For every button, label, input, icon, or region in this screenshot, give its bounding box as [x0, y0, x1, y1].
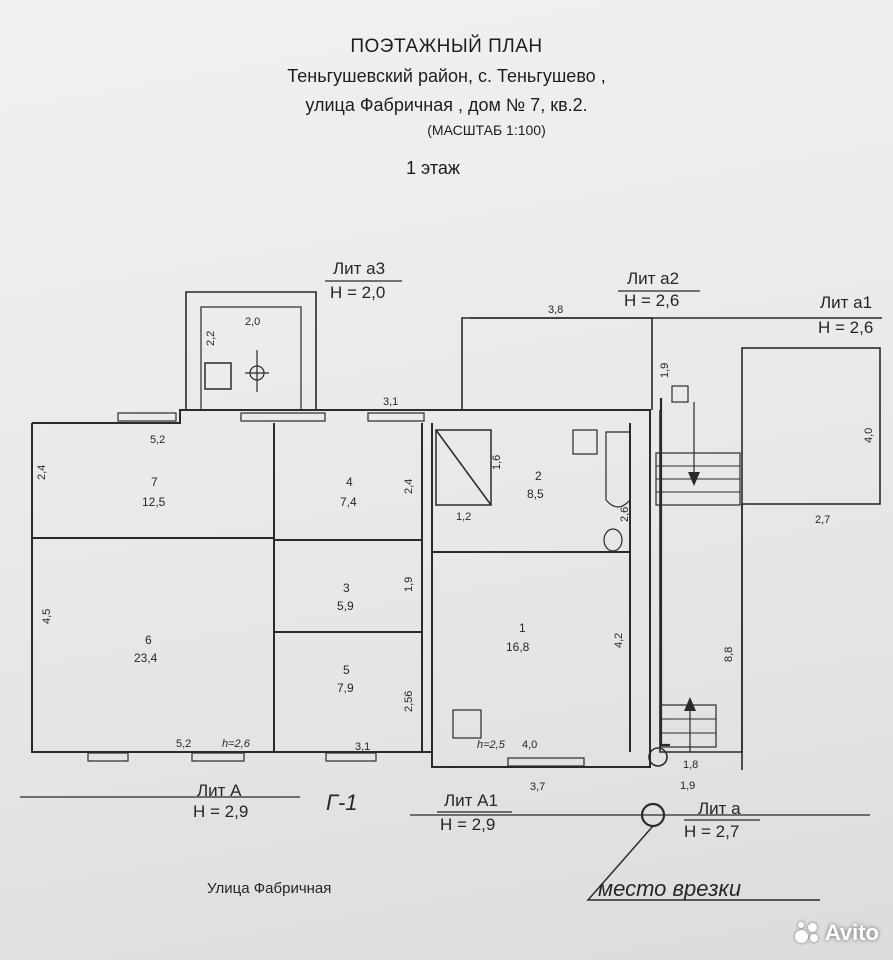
lit-a1-name: Лит а1 — [820, 293, 872, 312]
boiler — [204, 362, 232, 390]
dimension-label: 1,6 — [491, 455, 503, 470]
room-4-number: 4 — [346, 475, 353, 489]
dimension-label: 4,2 — [613, 633, 625, 648]
gas-meter — [671, 385, 689, 403]
dimension-label: 4,0 — [522, 739, 537, 751]
floor-label: 1 этаж — [406, 158, 460, 178]
bathtub — [605, 431, 631, 508]
stair-box — [435, 429, 492, 506]
dimension-label: h=2,5 — [477, 739, 506, 751]
tie-in-label: место врезки — [598, 876, 741, 901]
avito-logo-icon — [794, 921, 821, 945]
lit-a3-name: Лит а3 — [333, 259, 385, 278]
address-line-1: Теньгушевский район, с. Теньгушево , — [287, 66, 606, 86]
lit-a-outline — [659, 410, 743, 753]
lit-a2-outline — [461, 317, 653, 410]
room-2-number: 2 — [535, 469, 542, 483]
dimension-label: 3,1 — [355, 741, 370, 753]
dimension-label: 2,2 — [205, 331, 217, 346]
stair-lit-a-bottom — [659, 704, 717, 748]
lit-A1-height: H = 2,9 — [440, 815, 495, 834]
room-3-area: 5,9 — [337, 599, 354, 613]
dimension-label: 3,8 — [548, 304, 563, 316]
room-7-number: 7 — [151, 475, 158, 489]
room-6-number: 6 — [145, 633, 152, 647]
gas-line — [659, 398, 670, 747]
room-1-number: 1 — [519, 621, 526, 635]
avito-wordmark: Avito — [824, 920, 879, 945]
dimension-label: 2,6 — [619, 507, 631, 522]
main-house-outline — [31, 409, 651, 768]
dimension-label: 5,2 — [176, 738, 191, 750]
dimension-label: 4,0 — [863, 428, 875, 443]
sink-fixture — [572, 429, 598, 455]
room-2-area: 8,5 — [527, 487, 544, 501]
lit-a3-outline — [185, 291, 317, 410]
dimension-label: 2,56 — [403, 691, 415, 712]
dimension-label: 2,7 — [815, 514, 830, 526]
tie-in-pointer — [586, 825, 820, 901]
dimension-label: 1,9 — [680, 780, 695, 792]
plan-title: ПОЭТАЖНЫЙ ПЛАН — [350, 36, 543, 57]
lit-a-height: H = 2,7 — [684, 822, 739, 841]
room-1-area: 16,8 — [506, 640, 530, 654]
gas-valve — [648, 747, 668, 767]
room-7-area: 12,5 — [142, 495, 166, 509]
lit-a3-height: H = 2,0 — [330, 283, 385, 302]
dimension-label: 8,8 — [723, 647, 735, 662]
section-mark: Г-1 — [326, 790, 358, 815]
lit-A-name: Лит А — [197, 781, 242, 800]
dimension-label: 1,9 — [403, 577, 415, 592]
dimension-label: 1,2 — [456, 511, 471, 523]
room-4-area: 7,4 — [340, 495, 357, 509]
lit-a2-height: H = 2,6 — [624, 291, 679, 310]
room-5-number: 5 — [343, 663, 350, 677]
lit-a1-height: H = 2,6 — [818, 318, 873, 337]
dimension-label: 2,4 — [403, 479, 415, 494]
lit-a2-name: Лит а2 — [627, 269, 679, 288]
dimension-label: 2,4 — [36, 465, 48, 480]
stove — [452, 709, 482, 739]
toilet — [603, 528, 623, 552]
room-5-area: 7,9 — [337, 681, 354, 695]
dimension-label: 4,5 — [41, 609, 53, 624]
dimension-label: 3,7 — [530, 781, 545, 793]
dimension-label: 5,2 — [150, 434, 165, 446]
scale-label: (МАСШТАБ 1:100) — [427, 122, 546, 138]
dimension-label: 1,8 — [683, 759, 698, 771]
street-label: Улица Фабричная — [207, 880, 331, 897]
dimension-label: 3,1 — [383, 396, 398, 408]
lit-a-name: Лит а — [698, 799, 741, 818]
avito-watermark: Avito — [794, 920, 879, 946]
room-6-area: 23,4 — [134, 651, 158, 665]
address-line-2: улица Фабричная , дом № 7, кв.2. — [305, 95, 588, 115]
lit-a1-outline — [741, 347, 881, 505]
dimension-label: h=2,6 — [222, 738, 251, 750]
room-3-number: 3 — [343, 581, 350, 595]
lit-A-height: H = 2,9 — [193, 802, 248, 821]
lit-A1-name: Лит А1 — [444, 791, 498, 810]
dimension-label: 2,0 — [245, 316, 260, 328]
dimension-label: 1,9 — [659, 363, 671, 378]
